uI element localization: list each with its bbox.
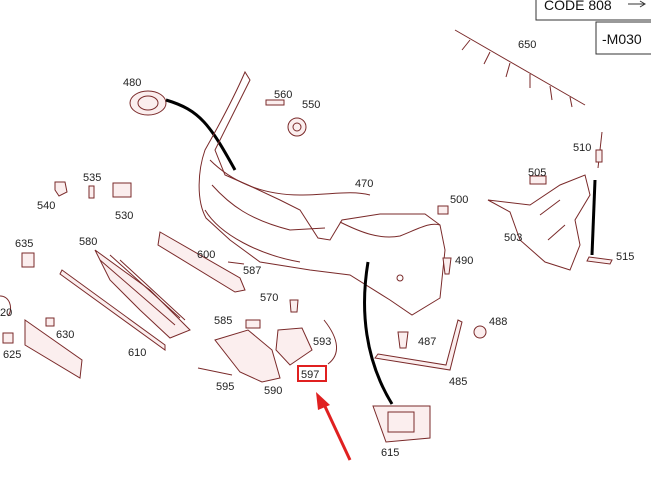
svg-text:580: 580 [79,236,97,248]
part-490-clip: 490 [442,255,473,275]
red-arrow-indicator [316,392,352,461]
part-510-pin: 510 [573,131,603,169]
part-615-plate: 615 [363,261,431,459]
part-550-sensor: 550 [287,99,320,137]
svg-text:540: 540 [37,200,55,212]
part-540-clip: 540 [37,181,68,212]
part-650: 650 [454,29,586,108]
part-610-strip: 610 [59,269,166,359]
part-585-clip: 585 [214,315,261,329]
svg-text:480: 480 [123,77,141,89]
part-597-highlight[interactable]: 597 [297,365,327,382]
svg-text:630: 630 [56,329,74,341]
part-515-trim: 515 [586,179,634,265]
svg-text:570: 570 [260,292,278,304]
part-595-strip: 595 [197,367,234,393]
part-560-screw: 560 [265,89,292,106]
part-593-trim: 593 [275,319,337,366]
svg-text:515: 515 [616,251,634,263]
part-488-nut: 488 [473,316,507,339]
svg-text:503: 503 [504,232,522,244]
svg-text:470: 470 [355,178,373,190]
svg-text:635: 635 [15,238,33,250]
svg-text:587: 587 [243,265,261,277]
part-487-screw: 487 [397,331,436,349]
svg-text:488: 488 [489,316,507,328]
svg-text:593: 593 [313,336,331,348]
svg-text:610: 610 [128,347,146,359]
svg-text:560: 560 [274,89,292,101]
svg-text:20: 20 [0,307,12,319]
part-600-strip: 600 [157,231,246,293]
part-587-screw: 587 [227,261,261,277]
svg-text:535: 535 [83,172,101,184]
part-485-strip: 485 [374,319,467,388]
svg-text:585: 585 [214,315,232,327]
code-box: CODE 808 -M030 [535,0,651,55]
code-808-label: CODE 808 [544,0,612,13]
part-470-bumper-cover: 470 [198,70,446,316]
part-630-bracket: 630 [24,317,83,379]
part-535-clip: 535 [83,172,101,199]
code-m030-label: -M030 [602,31,642,47]
svg-text:615: 615 [381,447,399,459]
svg-text:650: 650 [518,39,536,51]
part-635-clip: 635 [15,238,35,268]
svg-text:595: 595 [216,381,234,393]
part-580-grille: 580 [79,236,191,339]
svg-text:597: 597 [301,369,319,381]
part-620-clip: 20 [0,295,12,319]
svg-text:625: 625 [3,349,21,361]
part-590-grille: 590 [214,329,282,397]
svg-text:600: 600 [197,249,215,261]
svg-text:485: 485 [449,376,467,388]
svg-text:510: 510 [573,142,591,154]
svg-text:550: 550 [302,99,320,111]
part-503-bracket: 503 [487,174,591,271]
part-625-clip: 625 [2,332,21,361]
part-530-bracket: 530 [112,182,133,222]
part-570-clip: 570 [260,292,299,313]
svg-text:490: 490 [455,255,473,267]
part-505-clip: 505 [528,167,547,185]
svg-text:505: 505 [528,167,546,179]
svg-text:487: 487 [418,336,436,348]
part-500-clip: 500 [437,194,468,215]
svg-text:530: 530 [115,210,133,222]
svg-text:500: 500 [450,194,468,206]
svg-text:590: 590 [264,385,282,397]
part-480-emblem: 480 [123,77,237,171]
